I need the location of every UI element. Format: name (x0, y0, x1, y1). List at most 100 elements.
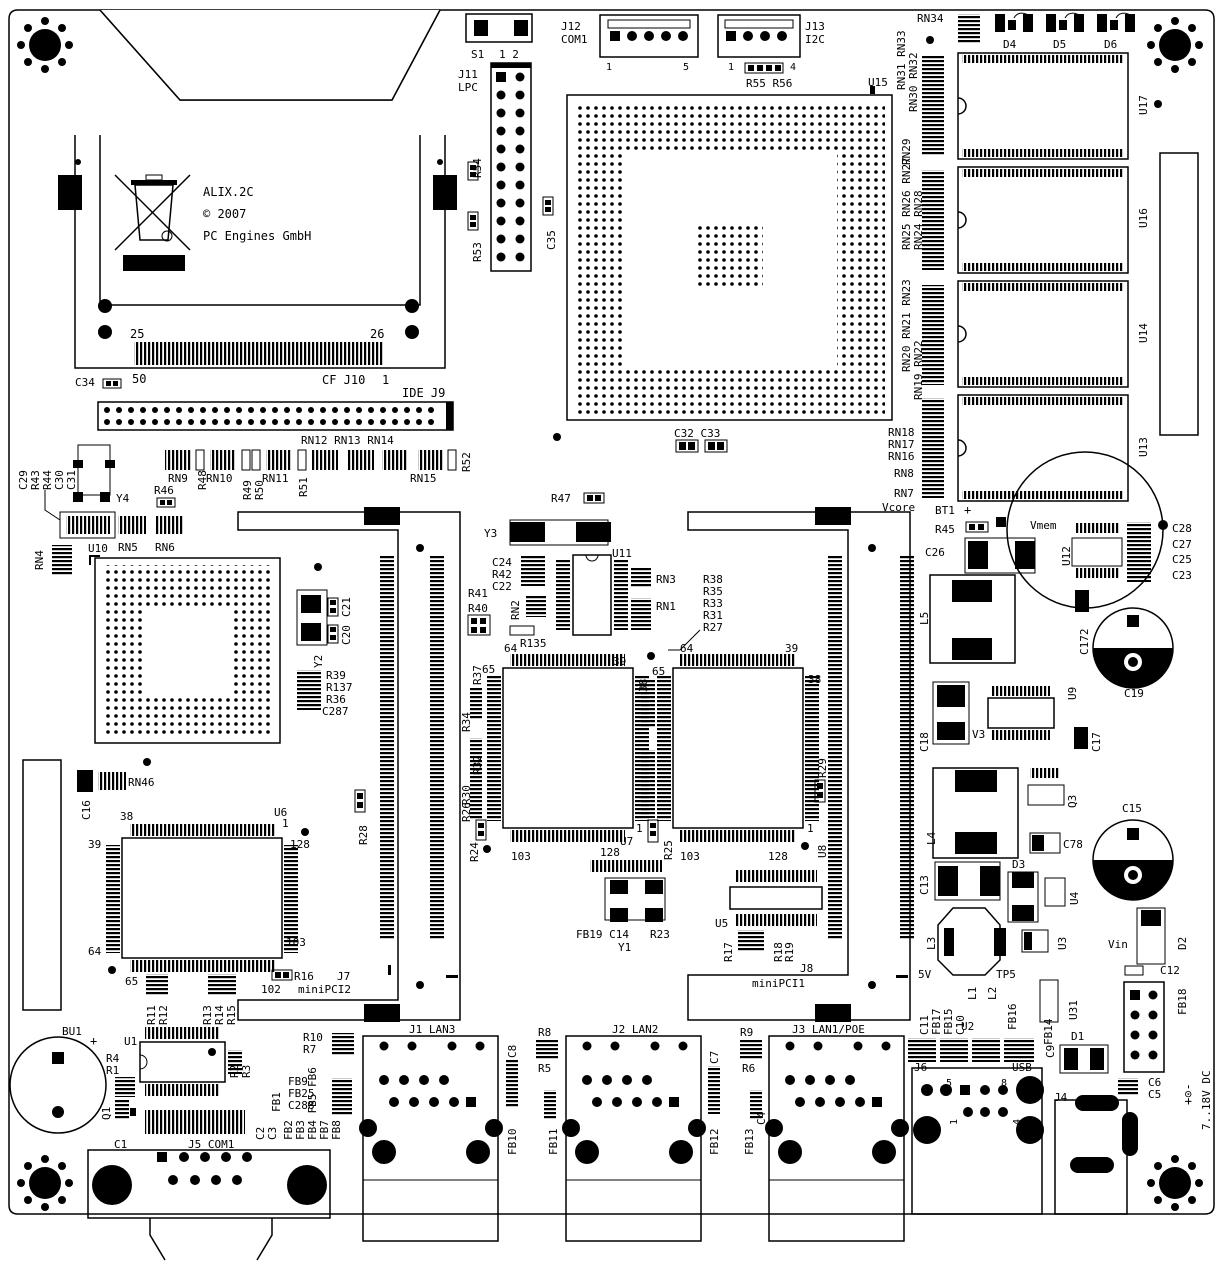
svg-text:R42: R42 (492, 568, 512, 581)
svg-text:FB14: FB14 (1042, 1018, 1055, 1045)
u6-label: U6 (274, 806, 287, 819)
u11-label: U11 (612, 547, 632, 560)
u7-pin39: 39 (613, 655, 626, 668)
j3-lan1-poe: J3 LAN1/POE (765, 1023, 909, 1242)
svg-text:FB3: FB3 (294, 1120, 307, 1140)
svg-text:D5: D5 (1053, 38, 1066, 51)
svg-text:C6: C6 (1148, 1076, 1161, 1089)
svg-text:R14: R14 (213, 1005, 226, 1025)
svg-text:RN9: RN9 (168, 472, 188, 485)
svg-text:FB4 FB5 FB6: FB4 FB5 FB6 (306, 1067, 319, 1140)
u7-pin1: 1 (636, 822, 643, 835)
cf-pin25-label: 25 (130, 327, 144, 341)
svg-text:RN1: RN1 (656, 600, 676, 613)
j4-power-jack: J4 (1054, 1091, 1138, 1215)
u6-qfp: 38 U6 1 39 128 64 103 65 (88, 806, 310, 988)
bu1-battery: BU1 + (9, 1025, 107, 1134)
svg-text:R9: R9 (740, 1026, 753, 1039)
svg-text:R17: R17 (722, 942, 735, 962)
svg-text:L4: L4 (925, 831, 938, 845)
svg-text:R41: R41 (468, 587, 488, 600)
svg-text:C287: C287 (322, 705, 349, 718)
svg-text:R44: R44 (41, 470, 54, 490)
svg-text:R18: R18 (772, 942, 785, 962)
svg-text:C24: C24 (492, 556, 512, 569)
svg-text:R4: R4 (106, 1052, 120, 1065)
u8-pin1: 1 (807, 822, 814, 835)
svg-text:R36: R36 (326, 693, 346, 706)
u6-pin64: 64 (88, 945, 102, 958)
svg-text:R19: R19 (783, 942, 796, 962)
svg-text:Q1: Q1 (100, 1107, 113, 1120)
svg-text:FB19 C14: FB19 C14 (576, 928, 629, 941)
svg-text:C7: C7 (708, 1051, 721, 1064)
mounting-hole-tl (17, 17, 73, 73)
svg-text:RN17: RN17 (888, 438, 915, 451)
svg-text:4: 4 (1012, 1119, 1023, 1125)
svg-text:C13: C13 (918, 875, 931, 895)
weee-recycle-icon (114, 174, 191, 271)
svg-text:R50: R50 (253, 480, 266, 500)
svg-text:RN18: RN18 (888, 426, 915, 439)
svg-text:D4: D4 (1003, 38, 1017, 51)
svg-text:C18: C18 (918, 732, 931, 752)
led-group: D4 D5 D6 (995, 12, 1135, 51)
svg-text:D3: D3 (1012, 858, 1025, 871)
svg-text:L5: L5 (918, 612, 931, 625)
j6-label: J6 (914, 1061, 927, 1074)
svg-text:C28: C28 (1172, 522, 1192, 535)
svg-text:8: 8 (1001, 1078, 1007, 1089)
u16-label: U16 (1137, 208, 1150, 228)
svg-text:FB16: FB16 (1006, 1004, 1019, 1031)
u8-qfp: 64 39 65 38 1 103 128 U8 (652, 642, 829, 863)
svg-text:R10: R10 (303, 1031, 323, 1044)
svg-text:R6: R6 (742, 1062, 755, 1075)
svg-text:FB25: FB25 (288, 1087, 315, 1100)
j11-label: J11 (458, 68, 478, 81)
svg-text:C35: C35 (545, 230, 558, 250)
j12-com-header: J12 COM1 1 5 (561, 14, 699, 73)
power-input-label: 7..18V DC (1200, 1070, 1213, 1130)
svg-text:Y3: Y3 (484, 527, 497, 540)
svg-text:FB17: FB17 (930, 1009, 943, 1036)
svg-text:R7: R7 (303, 1043, 316, 1056)
svg-text:R29: R29 (816, 758, 829, 778)
u17-label: U17 (1137, 95, 1150, 115)
expansion-slot-left (22, 759, 62, 1011)
svg-text:FB7: FB7 (318, 1120, 331, 1140)
svg-text:C11: C11 (918, 1015, 931, 1035)
svg-text:RN24 RN28: RN24 RN28 (912, 190, 925, 250)
j2-label: J2 LAN2 (612, 1023, 658, 1036)
svg-text:R43: R43 (29, 470, 42, 490)
svg-text:R11: R11 (145, 1005, 158, 1025)
svg-text:Y2: Y2 (312, 655, 325, 668)
u8-pin65: 65 (652, 665, 665, 678)
svg-text:R24: R24 (468, 842, 481, 862)
svg-text:R135: R135 (520, 637, 547, 650)
svg-text:RN11: RN11 (262, 472, 289, 485)
svg-text:R37: R37 (471, 665, 484, 685)
svg-text:R38: R38 (703, 573, 723, 586)
u7-label: U7 (620, 835, 633, 848)
j4-label: J4 (1054, 1091, 1068, 1104)
svg-text:R137: R137 (326, 681, 353, 694)
svg-text:L3: L3 (925, 937, 938, 950)
svg-text:Y1: Y1 (618, 941, 631, 954)
svg-text:R35: R35 (703, 585, 723, 598)
svg-text:R23: R23 (650, 928, 670, 941)
svg-text:FB1: FB1 (270, 1092, 283, 1112)
ide-label: IDE J9 (402, 386, 445, 400)
j12-pin5: 5 (683, 62, 689, 73)
svg-text:C172: C172 (1078, 629, 1091, 656)
svg-text:FB15: FB15 (942, 1009, 955, 1036)
svg-text:R5: R5 (538, 1062, 551, 1075)
j8-label: J8 (800, 962, 813, 975)
u6-pin65: 65 (125, 975, 138, 988)
j6-usb: J6 USB 5 8 1 4 (911, 1061, 1044, 1215)
svg-text:RN29: RN29 (900, 139, 913, 166)
svg-text:R45: R45 (935, 523, 955, 536)
board-vendor: PC Engines GmbH (203, 229, 311, 243)
u15-label: U15 (868, 76, 888, 89)
ide-header: IDE J9 (97, 386, 454, 431)
u8-pin38: 38 (808, 673, 821, 686)
